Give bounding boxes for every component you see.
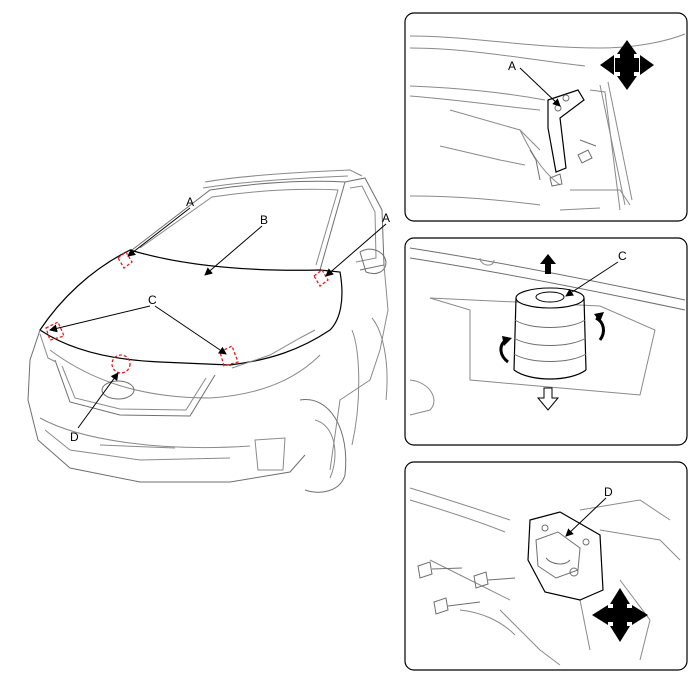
- bumper-stop-left-marker: [45, 321, 65, 341]
- label-hood: B: [260, 213, 268, 227]
- location-markers: [45, 251, 329, 374]
- label-hinge-right: A: [382, 211, 390, 225]
- hinge-left-marker: [117, 251, 133, 269]
- four-way-arrow-icon: [600, 40, 654, 90]
- four-way-arrow-icon: [592, 588, 648, 642]
- detail-label-hinge: A: [508, 59, 516, 73]
- hinge-right-marker: [313, 269, 329, 287]
- label-hinge-left: A: [186, 195, 194, 209]
- bumper-stop-right-marker: [219, 345, 239, 367]
- latch-part: [527, 511, 604, 601]
- detail-panel-bumper: C: [404, 237, 688, 446]
- leader-lines: [49, 207, 387, 429]
- latch-marker: [111, 354, 131, 374]
- detail-label-latch: D: [604, 485, 613, 499]
- vehicle-drawing: [27, 169, 389, 493]
- label-bumper-stop: C: [148, 293, 157, 307]
- detail-label-bumper: C: [618, 249, 627, 263]
- down-arrow-icon: [536, 387, 560, 411]
- rotate-arrow-icon: [595, 316, 605, 341]
- label-latch: D: [70, 430, 79, 444]
- detail-panel-hinge: A: [404, 12, 688, 222]
- up-arrow-icon: [540, 254, 556, 274]
- bolt-parts: [417, 561, 516, 615]
- detail-panel-latch: D: [404, 461, 688, 671]
